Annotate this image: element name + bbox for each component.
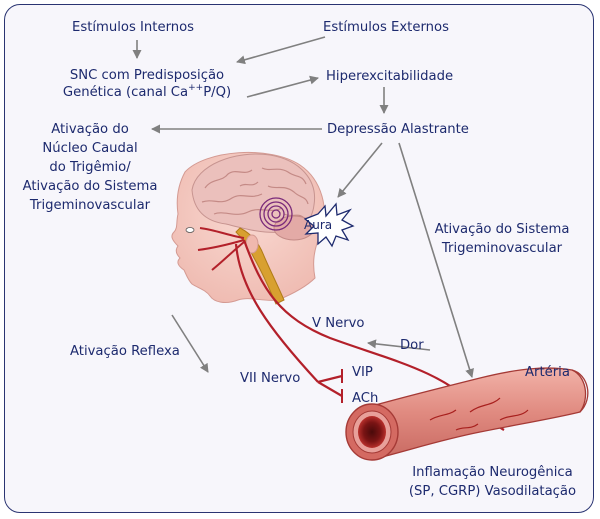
label-nerve-vii: VII Nervo — [240, 371, 301, 386]
trigeminovascular-line: Trigeminovascular — [441, 241, 563, 256]
label-nerve-v: V Nervo — [312, 316, 365, 331]
label-vip: VIP — [352, 365, 373, 380]
label-cns-line2-suffix: P/Q) — [203, 85, 232, 100]
trigeminal-branches — [197, 227, 245, 271]
arrow-cns-to-hyperexcitability — [246, 75, 319, 98]
inflammation-line: (SP, CGRP) Vasodilatação — [408, 484, 577, 499]
label-artery: Artéria — [525, 365, 570, 380]
label-cns-line2-text: Genética (canal Ca — [62, 85, 189, 100]
head-illustration — [171, 151, 325, 305]
label-aura: Aura — [304, 218, 333, 232]
label-cns-line1: SNC com Predisposição — [69, 68, 225, 83]
label-pain: Dor — [400, 338, 424, 353]
trigeminal-line: do Trigêmio/ — [49, 160, 131, 175]
aura-starburst — [303, 202, 355, 248]
flow-arrows — [132, 36, 474, 378]
artery-branches — [429, 397, 529, 431]
label-ach: ACh — [352, 391, 379, 406]
trigeminal-line: Trigeminovascular — [29, 198, 151, 213]
label-internal-stimuli: Estímulos Internos — [72, 20, 195, 35]
label-cns-superscript: ++ — [188, 82, 204, 93]
label-trigeminovascular-activation: Ativação do Sistema Trigeminovascular — [432, 220, 572, 258]
pain-arrow — [367, 339, 431, 351]
nerve-vii — [234, 243, 319, 383]
label-external-stimuli: Estímulos Externos — [323, 20, 449, 35]
trigeminal-line: Ativação do — [51, 122, 129, 137]
label-neurogenic-inflammation: Inflamação Neurogênica (SP, CGRP) Vasodi… — [395, 463, 590, 501]
inflammation-line: Inflamação Neurogênica — [412, 465, 573, 480]
arrow-reflex-activation — [171, 314, 209, 373]
label-cortical-spreading-depression: Depressão Alastrante — [327, 122, 469, 137]
artery-tube — [371, 367, 587, 459]
trigeminovascular-line: Ativação do Sistema — [434, 222, 570, 237]
nerve-v — [242, 239, 479, 409]
label-trigeminal-activation: Ativação do Núcleo Caudal do Trigêmio/ A… — [20, 120, 160, 215]
label-cns-predisposition: SNC com Predisposição Genética (canal Ca… — [57, 67, 237, 101]
arrow-depression-to-artery — [398, 142, 474, 378]
label-reflex-activation: Ativação Reflexa — [70, 344, 180, 359]
arrow-external-to-cns — [236, 36, 326, 65]
trigeminal-line: Núcleo Caudal — [42, 141, 138, 156]
arrow-depression-to-aura — [337, 142, 383, 198]
artery-illustration — [345, 367, 589, 461]
label-cns-line2: Genética (canal Ca++P/Q) — [57, 82, 237, 101]
aura-rings — [259, 197, 293, 231]
trigeminal-line: Ativação do Sistema — [22, 179, 158, 194]
label-hyperexcitability: Hiperexcitabilidade — [326, 69, 454, 84]
eye — [185, 227, 195, 233]
